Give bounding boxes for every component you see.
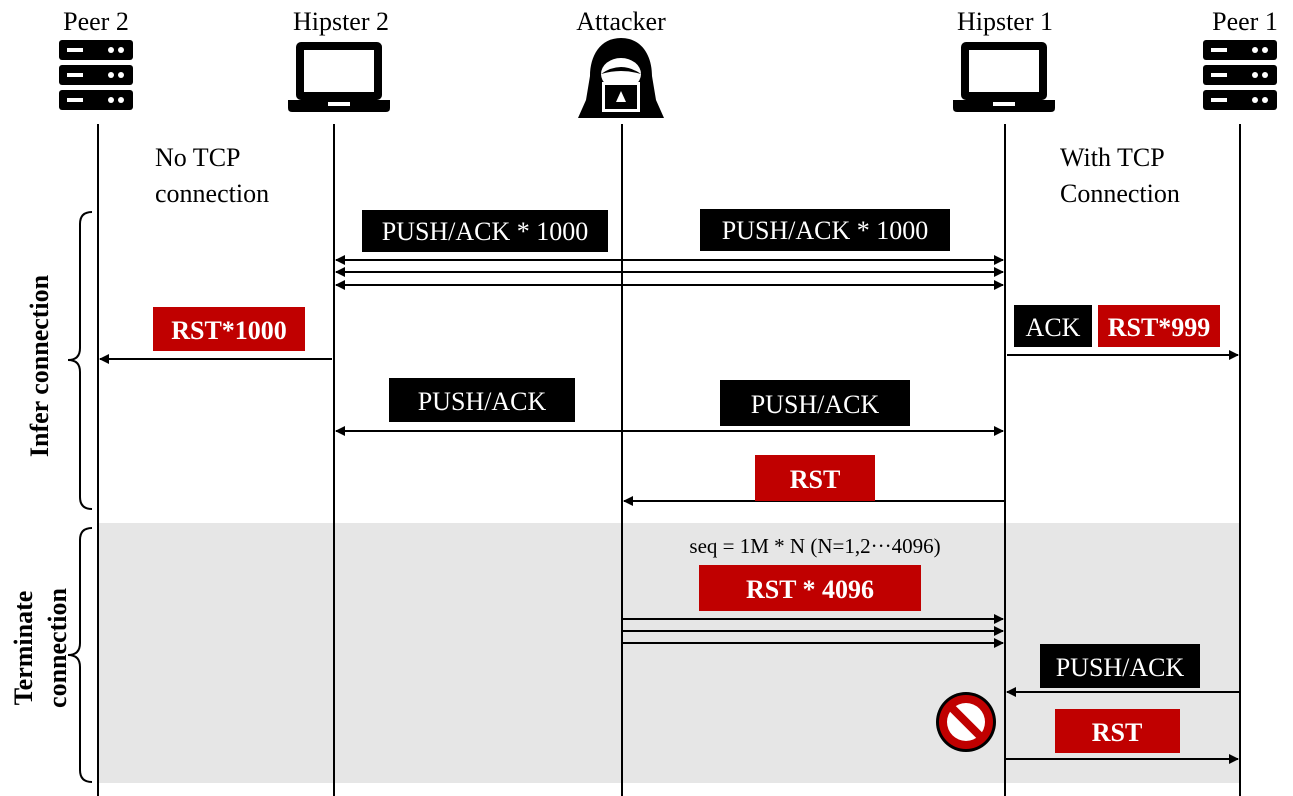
actor-label-attacker: Attacker (576, 7, 666, 36)
note-no-tcp-line2: connection (155, 179, 269, 208)
message-label-rst-1000: RST*1000 (171, 316, 287, 345)
label-box-rst-1000 (153, 307, 305, 351)
message-label-push-ack-peer1: PUSH/ACK (1056, 653, 1185, 682)
label-box-push-ack-peer1 (1040, 644, 1200, 688)
server-icon (59, 40, 133, 110)
hacker-icon (578, 38, 664, 118)
note-seq: seq = 1M * N (N=1,2···4096) (689, 534, 940, 558)
message-label-rst-infer: RST (790, 465, 841, 494)
label-box-rst-4096 (699, 565, 921, 611)
message-label-rst-final: RST (1092, 718, 1143, 747)
message-label-push-ack-left: PUSH/ACK (418, 387, 547, 416)
terminate-phase-brace (67, 527, 93, 783)
label-box-rst-final (1055, 709, 1180, 753)
note-with-tcp-line2: Connection (1060, 179, 1180, 208)
actor-label-hipster1: Hipster 1 (957, 7, 1053, 36)
actor-label-hipster2: Hipster 2 (293, 7, 389, 36)
no-entry-icon (936, 692, 996, 752)
label-box-push-ack-right (720, 380, 910, 426)
label-box-push-ack-left (389, 378, 575, 422)
laptop-icon (953, 42, 1055, 112)
message-label-push-ack-1000-left: PUSH/ACK * 1000 (382, 217, 589, 246)
message-label-rst-4096: RST * 4096 (746, 575, 874, 604)
note-no-tcp-line1: No TCP (155, 143, 241, 172)
infer-phase-brace (67, 211, 93, 510)
actor-label-peer2: Peer 2 (63, 7, 129, 36)
note-with-tcp-line1: With TCP (1060, 143, 1165, 172)
phase-label-terminate-line1: Terminate (9, 591, 38, 706)
message-label-push-ack-right: PUSH/ACK (751, 390, 880, 419)
actor-label-peer1: Peer 1 (1212, 7, 1278, 36)
phase-label-infer: Infer connection (25, 274, 54, 457)
label-box-rst-infer (755, 455, 875, 501)
phase-label-terminate-line2: connection (43, 588, 72, 708)
server-icon (1203, 40, 1277, 110)
laptop-icon (288, 42, 390, 112)
message-label-rst-999: RST*999 (1108, 313, 1211, 342)
label-box-push-ack-1000-right (700, 209, 950, 251)
label-box-push-ack-1000-left (362, 210, 608, 252)
label-box-rst-999 (1098, 305, 1220, 347)
message-label-ack: ACK (1026, 313, 1081, 342)
message-label-push-ack-1000-right: PUSH/ACK * 1000 (722, 216, 929, 245)
label-box-ack (1014, 305, 1092, 347)
